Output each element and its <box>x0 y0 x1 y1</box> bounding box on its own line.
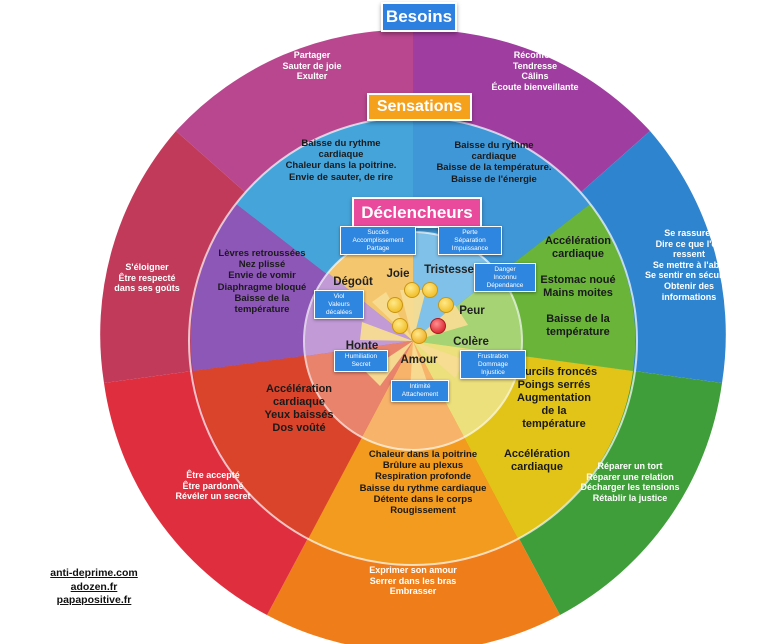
trigger-tristesse: Perte Séparation Impuissance <box>438 226 502 256</box>
emoji-joie-icon <box>404 282 420 298</box>
emotion-joie: Joie <box>386 268 410 280</box>
trigger-amour: Intimité Attachement <box>391 380 449 402</box>
need-honte: Être accepté Être pardonné Révéler un se… <box>175 470 251 502</box>
need-peur: Se rassurer Dire ce que l'on ressent Se … <box>644 228 734 302</box>
sector-in-tristesse <box>413 232 498 341</box>
sensation-tristesse: Baisse du rythme cardiaque Baisse de la … <box>436 140 552 185</box>
sector-mid-amour <box>308 341 518 566</box>
emotion-degout: Dégoût <box>333 276 373 288</box>
emoji-honte-icon <box>392 318 408 334</box>
title-besoins: Besoins <box>381 2 457 32</box>
sensation-degout: Lèvres retroussées Nez plissé Envie de v… <box>217 248 307 316</box>
trigger-peur: Danger Inconnu Dépendance <box>474 263 536 293</box>
sources-credits: anti-deprime.com adozen.fr papapositive.… <box>14 567 174 608</box>
emotion-amour: Amour <box>400 354 438 366</box>
need-tristesse: Réconfort Tendresse Câlins Écoute bienve… <box>491 50 579 92</box>
sensation-amour: Chaleur dans la poitrine Brûlure au plex… <box>359 449 487 517</box>
sector-in-peur <box>413 273 522 356</box>
emoji-tristesse-icon <box>422 282 438 298</box>
trigger-colere: Frustration Dommage Injustice <box>460 350 526 380</box>
title-sensations: Sensations <box>367 93 472 121</box>
emoji-colere-icon <box>430 318 446 334</box>
sensation-honte: Accélération cardiaque Yeux baissés Dos … <box>264 383 334 434</box>
source-link-2[interactable]: adozen.fr <box>70 580 118 593</box>
sensation-joie: Baisse du rythme cardiaque Chaleur dans … <box>285 138 397 183</box>
sensation-peur: Accélération cardiaque Estomac noué Main… <box>540 235 616 338</box>
sensation-colere-2: Accélération cardiaque <box>503 448 571 473</box>
source-link-1[interactable]: anti-deprime.com <box>50 567 138 579</box>
trigger-joie: Succès Accomplissement Partage <box>340 226 416 256</box>
emotion-honte: Honte <box>345 340 379 352</box>
emotion-peur: Peur <box>459 305 485 317</box>
need-amour: Exprimer son amour Serrer dans les bras … <box>369 565 457 597</box>
title-declencheurs: Déclencheurs <box>352 197 482 228</box>
emoji-peur-icon <box>438 297 454 313</box>
trigger-degout: Viol Valeurs décalées <box>314 290 364 320</box>
emotion-colere: Colère <box>453 336 489 348</box>
need-joie: Partager Sauter de joie Exulter <box>282 50 342 82</box>
source-link-3[interactable]: papapositive.fr <box>56 594 132 607</box>
center-star <box>360 290 468 392</box>
trigger-honte: Humiliation Secret <box>334 350 388 372</box>
need-degout: S'éloigner Être respecté dans ses goûts <box>114 262 180 294</box>
emoji-amour-icon <box>411 328 427 344</box>
emotion-tristesse: Tristesse <box>424 264 474 276</box>
need-colere: Réparer un tort Réparer une relation Déc… <box>580 461 680 503</box>
emoji-degout-icon <box>387 297 403 313</box>
